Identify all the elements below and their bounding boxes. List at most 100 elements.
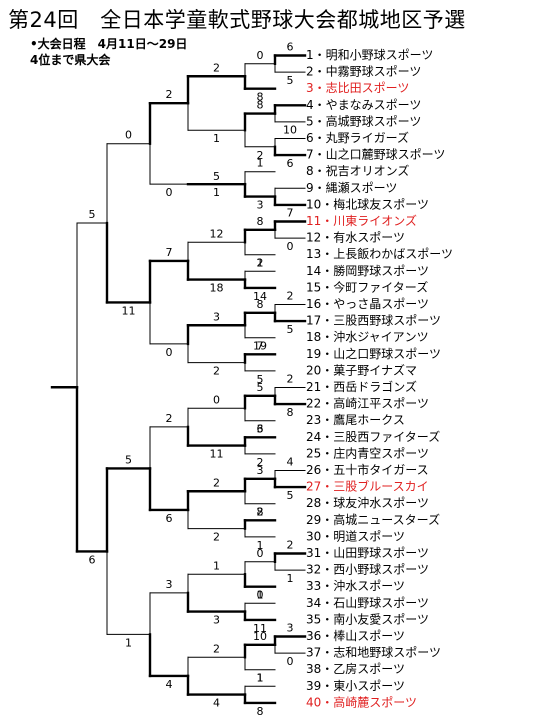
team-label[interactable]: 14・勝岡野球スポーツ — [306, 263, 429, 278]
tournament-info: •大会日程 4月11日～29日 4位まで県大会 — [30, 36, 187, 68]
team-label[interactable]: 20・菓子野イナズマ — [306, 362, 417, 377]
team-label[interactable]: 24・三股西ファイターズ — [306, 429, 440, 444]
score-label: 14 — [253, 290, 267, 303]
team-label[interactable]: 25・庄内青空スポーツ — [306, 445, 429, 460]
team-label[interactable]: 16・やっさ晶スポーツ — [306, 297, 429, 311]
score-label: 8 — [257, 505, 264, 518]
team-label[interactable]: 29・高城ニュースターズ — [306, 512, 440, 527]
team-label[interactable]: 31・山田野球スポーツ — [306, 546, 429, 560]
team-label[interactable]: 12・有水スポーツ — [306, 231, 405, 245]
team-label[interactable]: 2・中霧野球スポーツ — [306, 64, 421, 79]
score-label: 7 — [287, 207, 294, 220]
score-label: 5 — [89, 208, 96, 221]
score-label: 3 — [257, 199, 264, 212]
team-label[interactable]: 19・山之口野球スポーツ — [306, 347, 441, 361]
score-label: 18 — [210, 282, 224, 295]
team-label[interactable]: 26・五十市タイガース — [306, 462, 429, 477]
score-label: 1 — [213, 186, 220, 199]
team-label[interactable]: 5・高城野球スポーツ — [306, 113, 421, 128]
score-label: 4 — [213, 697, 220, 710]
team-label[interactable]: 18・沖水ジャイアンツ — [306, 330, 429, 344]
team-label[interactable]: 17・三股西野球スポーツ — [306, 314, 441, 328]
score-label: 4 — [287, 456, 294, 469]
score-label: 1 — [213, 132, 220, 145]
score-label: 2 — [213, 531, 220, 544]
score-label: 2 — [213, 642, 220, 655]
score-label: 0 — [257, 49, 264, 62]
score-label: 0 — [125, 129, 132, 142]
team-label[interactable]: 15・今町ファイターズ — [306, 279, 428, 294]
team-label[interactable]: 4・やまなみスポーツ — [306, 98, 421, 112]
schedule-text: •大会日程 4月11日～29日 — [30, 37, 188, 51]
score-label: 0 — [257, 588, 264, 601]
score-label: 6 — [89, 553, 96, 566]
team-label[interactable]: 7・山之口麓野球スポーツ — [306, 148, 445, 162]
score-label: 5 — [125, 453, 132, 466]
team-label[interactable]: 22・高崎江平スポーツ — [306, 396, 429, 411]
score-label: 5 — [287, 489, 294, 502]
team-label[interactable]: 13・上長飯わかばスポーツ — [306, 246, 453, 261]
score-label: 10 — [283, 124, 297, 137]
team-label[interactable]: 40・高崎麓スポーツ — [306, 694, 417, 709]
score-label: 0 — [257, 547, 264, 560]
team-label[interactable]: 21・西岳ドラゴンズ — [306, 379, 417, 394]
score-label: 2 — [166, 88, 173, 101]
team-label[interactable]: 23・鷹尾ホークス — [306, 412, 405, 427]
score-label: 8 — [257, 215, 264, 228]
score-label: 1 — [257, 672, 264, 685]
score-label: 8 — [287, 406, 294, 419]
score-label: 0 — [213, 393, 220, 406]
score-label: 8 — [257, 91, 264, 104]
score-label: 2 — [257, 506, 264, 519]
team-label[interactable]: 3・志比田スポーツ — [306, 81, 409, 95]
score-label: 2 — [213, 61, 220, 74]
score-label: 11 — [210, 448, 224, 461]
score-label: 1 — [257, 671, 264, 684]
team-label[interactable]: 32・西小野球スポーツ — [306, 563, 429, 577]
score-label: 11 — [253, 622, 267, 635]
score-label: 6 — [166, 512, 173, 525]
team-label[interactable]: 37・志和地野球スポーツ — [306, 646, 441, 660]
team-label[interactable]: 34・石山野球スポーツ — [306, 596, 429, 610]
score-label: 5 — [257, 373, 264, 386]
qualification-note: 4位まで県大会 — [30, 53, 111, 67]
score-label: 7 — [166, 246, 173, 259]
score-label: 19 — [253, 339, 267, 352]
score-label: 8 — [257, 705, 264, 718]
team-label[interactable]: 30・明道スポーツ — [306, 529, 405, 543]
score-label: 2 — [213, 476, 220, 489]
team-label[interactable]: 8・祝吉オリオンズ — [306, 163, 409, 178]
score-label: 6 — [287, 157, 294, 170]
score-label: 3 — [213, 614, 220, 627]
page-title: 第24回 全日本学童軟式野球大会都城地区予選 — [8, 8, 466, 32]
team-label[interactable]: 28・球友沖水スポーツ — [306, 496, 429, 510]
score-label: 5 — [213, 170, 220, 183]
score-label: 6 — [257, 422, 264, 435]
score-label: 3 — [213, 310, 220, 323]
score-label: 3 — [257, 423, 264, 436]
team-label[interactable]: 6・丸野ライガーズ — [306, 130, 409, 145]
score-label: 8 — [257, 298, 264, 311]
score-label: 2 — [287, 373, 294, 386]
team-label[interactable]: 1・明和小野球スポーツ — [306, 48, 433, 62]
team-label[interactable]: 27・三股ブルースカイ — [306, 479, 429, 494]
score-label: 1 — [257, 539, 264, 552]
score-label: 10 — [253, 630, 267, 643]
score-label: 3 — [287, 622, 294, 635]
team-label[interactable]: 9・縄瀬スポーツ — [306, 180, 397, 195]
score-label: 2 — [257, 256, 264, 269]
score-label: 4 — [166, 678, 173, 691]
score-label: 5 — [257, 381, 264, 394]
score-label: 2 — [257, 456, 264, 469]
score-label: 1 — [287, 572, 294, 585]
score-label: 11 — [122, 304, 136, 317]
score-label: 12 — [210, 227, 224, 240]
team-label[interactable]: 38・乙房スポーツ — [306, 661, 405, 676]
team-label[interactable]: 35・南小友愛スポーツ — [306, 611, 429, 626]
team-label[interactable]: 39・東小スポーツ — [306, 679, 405, 693]
team-label[interactable]: 11・川東ライオンズ — [306, 213, 417, 228]
team-label[interactable]: 33・沖水スポーツ — [306, 579, 405, 593]
team-label[interactable]: 10・梅北球友スポーツ — [306, 196, 429, 211]
team-label[interactable]: 36・棒山スポーツ — [306, 629, 405, 643]
